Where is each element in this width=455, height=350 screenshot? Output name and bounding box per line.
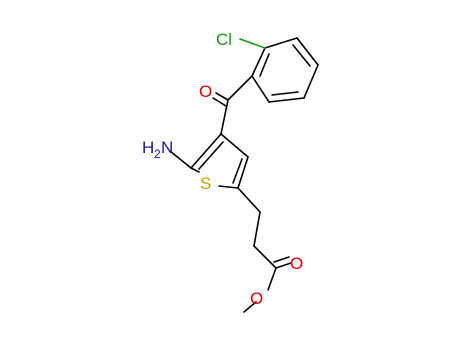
bond: [190, 133, 222, 169]
chlorine-label: Cl: [216, 30, 232, 49]
bond: [227, 75, 253, 101]
double-bond-inner: [259, 53, 270, 77]
double-bond-inner: [292, 44, 311, 67]
bond: [218, 185, 239, 189]
bond: [237, 156, 249, 189]
bond: [303, 64, 319, 99]
bond: [237, 187, 261, 213]
bond: [251, 47, 266, 77]
benzene-ring: [251, 37, 319, 103]
ester-carbonyl-bond: [273, 256, 290, 263]
amine-subscript-label: 2: [154, 147, 161, 161]
carbonyl-bond: [215, 92, 229, 101]
double-bond-inner: [271, 91, 299, 96]
bond: [220, 133, 249, 158]
sulfur-label: S: [200, 174, 211, 193]
o-methyl-bond: [243, 301, 257, 313]
bond: [268, 97, 305, 103]
bond: [253, 245, 277, 269]
carbonyl-oxygen-label: O: [199, 82, 212, 101]
bond: [296, 37, 319, 66]
bond: [220, 99, 229, 135]
double-bond-inner: [232, 158, 243, 184]
ester-carbonyl-bond: [275, 262, 292, 269]
bond: [253, 211, 261, 247]
carbonyl-bond: [212, 97, 227, 107]
amine-label: H 2 N: [142, 138, 173, 161]
bond: [264, 37, 298, 49]
ester-oxygen-label: O: [250, 289, 263, 308]
thiophene-ring: [190, 133, 249, 189]
bond: [251, 75, 270, 103]
amine-h-label: H: [142, 138, 154, 157]
c-n-bond: [169, 150, 192, 169]
ester-c-o-bond: [267, 267, 277, 291]
bond: [190, 167, 200, 173]
ester-carbonyl-oxygen-label: O: [290, 254, 303, 273]
c-cl-bond: [239, 38, 266, 49]
amine-n-label: N: [161, 138, 173, 157]
double-bond-inner: [198, 141, 224, 170]
